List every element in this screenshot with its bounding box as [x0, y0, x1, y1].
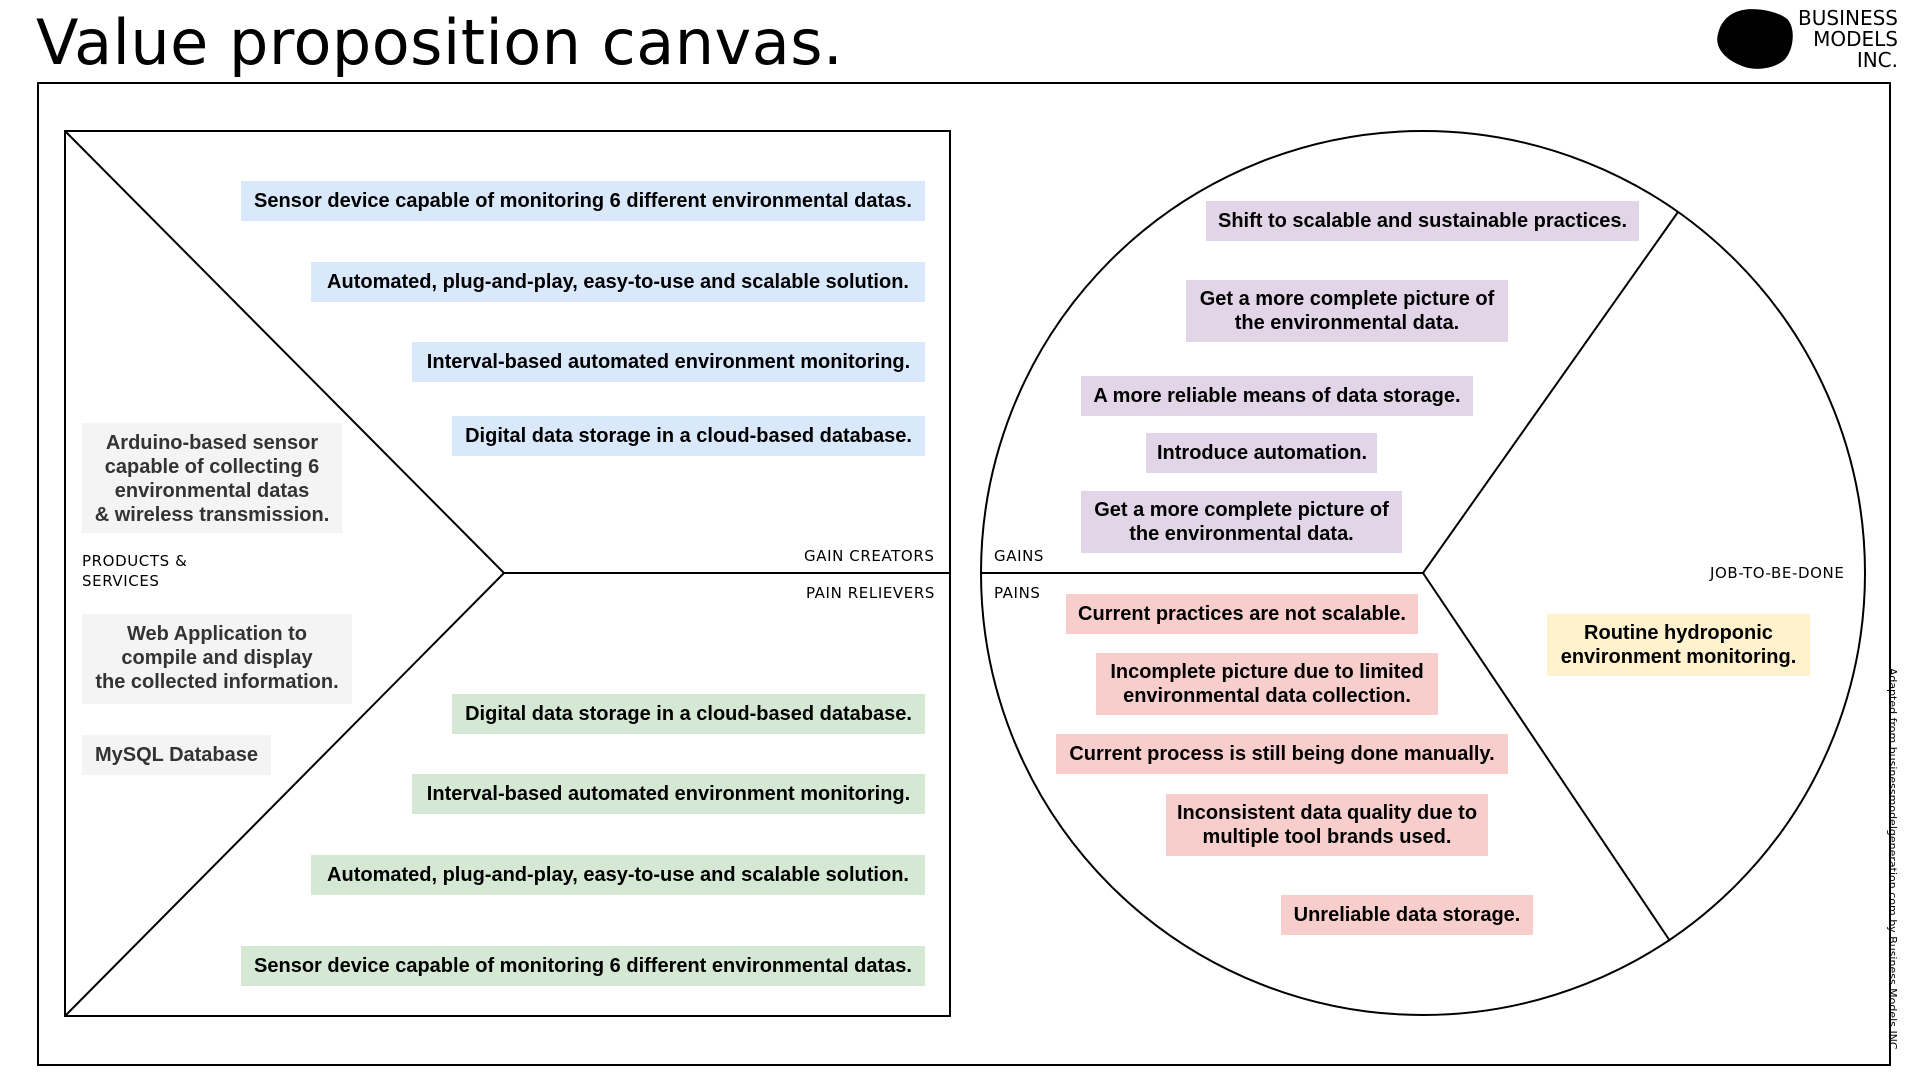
pain-reliever-note[interactable]: Automated, plug-and-play, easy-to-use an… — [311, 855, 925, 895]
label-line: PRODUCTS & — [82, 552, 188, 570]
note-line: Introduce automation. — [1157, 442, 1367, 464]
product-service-note[interactable]: Web Application to compile and display t… — [82, 614, 352, 704]
pain-note[interactable]: Inconsistent data quality due to multipl… — [1166, 794, 1488, 856]
note-line: capable of collecting 6 — [104, 456, 320, 478]
note-line: the collected information. — [95, 671, 339, 693]
note-line: Unreliable data storage. — [1293, 904, 1521, 926]
note-line: & wireless transmission. — [94, 504, 330, 526]
gain-creator-note[interactable]: Interval-based automated environment mon… — [412, 342, 925, 382]
gain-note[interactable]: Shift to scalable and sustainable practi… — [1206, 201, 1639, 241]
note-line: Incomplete picture due to limited — [1110, 661, 1424, 683]
job-to-be-done-label: JOB-TO-BE-DONE — [1710, 564, 1845, 582]
note-line: Web Application to — [127, 623, 307, 645]
note-line: Arduino-based sensor — [105, 432, 319, 454]
note-line: A more reliable means of data storage. — [1093, 385, 1461, 407]
product-service-note[interactable]: Arduino-based sensor capable of collecti… — [82, 423, 342, 533]
page-title: Value proposition canvas. — [36, 6, 844, 79]
gain-creator-note[interactable]: Automated, plug-and-play, easy-to-use an… — [311, 262, 925, 302]
product-service-note[interactable]: MySQL Database — [82, 735, 271, 775]
note-line: compile and display — [121, 647, 313, 669]
note-line: environment monitoring. — [1560, 646, 1797, 668]
label-line: SERVICES — [82, 572, 160, 590]
note-line: the environmental data. — [1129, 523, 1354, 545]
business-models-logo-icon — [1717, 9, 1793, 69]
brand-line: INC. — [1856, 48, 1898, 72]
pain-reliever-note[interactable]: Interval-based automated environment mon… — [412, 774, 925, 814]
note-line: Current process is still being done manu… — [1069, 743, 1495, 765]
note-line: environmental datas — [114, 480, 310, 502]
customer-profile-divider-bottom — [1422, 572, 1671, 942]
customer-profile-divider-top — [1422, 211, 1679, 574]
gain-note[interactable]: Introduce automation. — [1146, 433, 1377, 473]
pains-label: PAINS — [994, 584, 1041, 602]
note-line: environmental data collection. — [1123, 685, 1411, 707]
value-map-diagonal-top — [64, 130, 505, 574]
note-line: the environmental data. — [1234, 312, 1460, 334]
pain-reliever-note[interactable]: Digital data storage in a cloud-based da… — [452, 694, 925, 734]
pain-note[interactable]: Incomplete picture due to limited enviro… — [1096, 653, 1438, 715]
note-line: Inconsistent data quality due to — [1177, 802, 1478, 824]
note-line: Current practices are not scalable. — [1078, 603, 1406, 625]
brand-wordmark: BUSINESS MODELS INC. — [1780, 8, 1898, 71]
value-map-diagonal-bottom — [64, 572, 505, 1017]
note-line: Get a more complete picture of — [1199, 288, 1495, 310]
pain-note[interactable]: Unreliable data storage. — [1281, 895, 1533, 935]
canvas-frame — [37, 82, 1891, 1066]
note-line: Routine hydroponic — [1584, 622, 1773, 644]
pain-relievers-label: PAIN RELIEVERS — [806, 584, 936, 602]
gains-label: GAINS — [994, 547, 1045, 565]
gain-note[interactable]: A more reliable means of data storage. — [1081, 376, 1473, 416]
gain-creators-label: GAIN CREATORS — [804, 547, 935, 565]
gain-note[interactable]: Get a more complete picture of the envir… — [1081, 491, 1402, 553]
pain-note[interactable]: Current practices are not scalable. — [1066, 594, 1418, 634]
pain-reliever-note[interactable]: Sensor device capable of monitoring 6 di… — [241, 946, 925, 986]
attribution-text: Adapted from businessmodelgeneration.com… — [1886, 668, 1899, 1054]
products-services-label: PRODUCTS & SERVICES — [82, 551, 187, 591]
gain-creator-note[interactable]: Sensor device capable of monitoring 6 di… — [241, 181, 925, 221]
gain-creator-note[interactable]: Digital data storage in a cloud-based da… — [452, 416, 925, 456]
pain-note[interactable]: Current process is still being done manu… — [1056, 734, 1508, 774]
note-line: Shift to scalable and sustainable practi… — [1217, 210, 1628, 232]
job-to-be-done-note[interactable]: Routine hydroponic environment monitorin… — [1547, 614, 1810, 676]
note-line: Get a more complete picture of — [1094, 499, 1389, 521]
gain-note[interactable]: Get a more complete picture of the envir… — [1186, 280, 1508, 342]
note-line: multiple tool brands used. — [1202, 826, 1452, 848]
brand-line: MODELS — [1813, 27, 1898, 51]
note-line: MySQL Database — [94, 744, 259, 766]
brand-line: BUSINESS — [1798, 6, 1898, 30]
